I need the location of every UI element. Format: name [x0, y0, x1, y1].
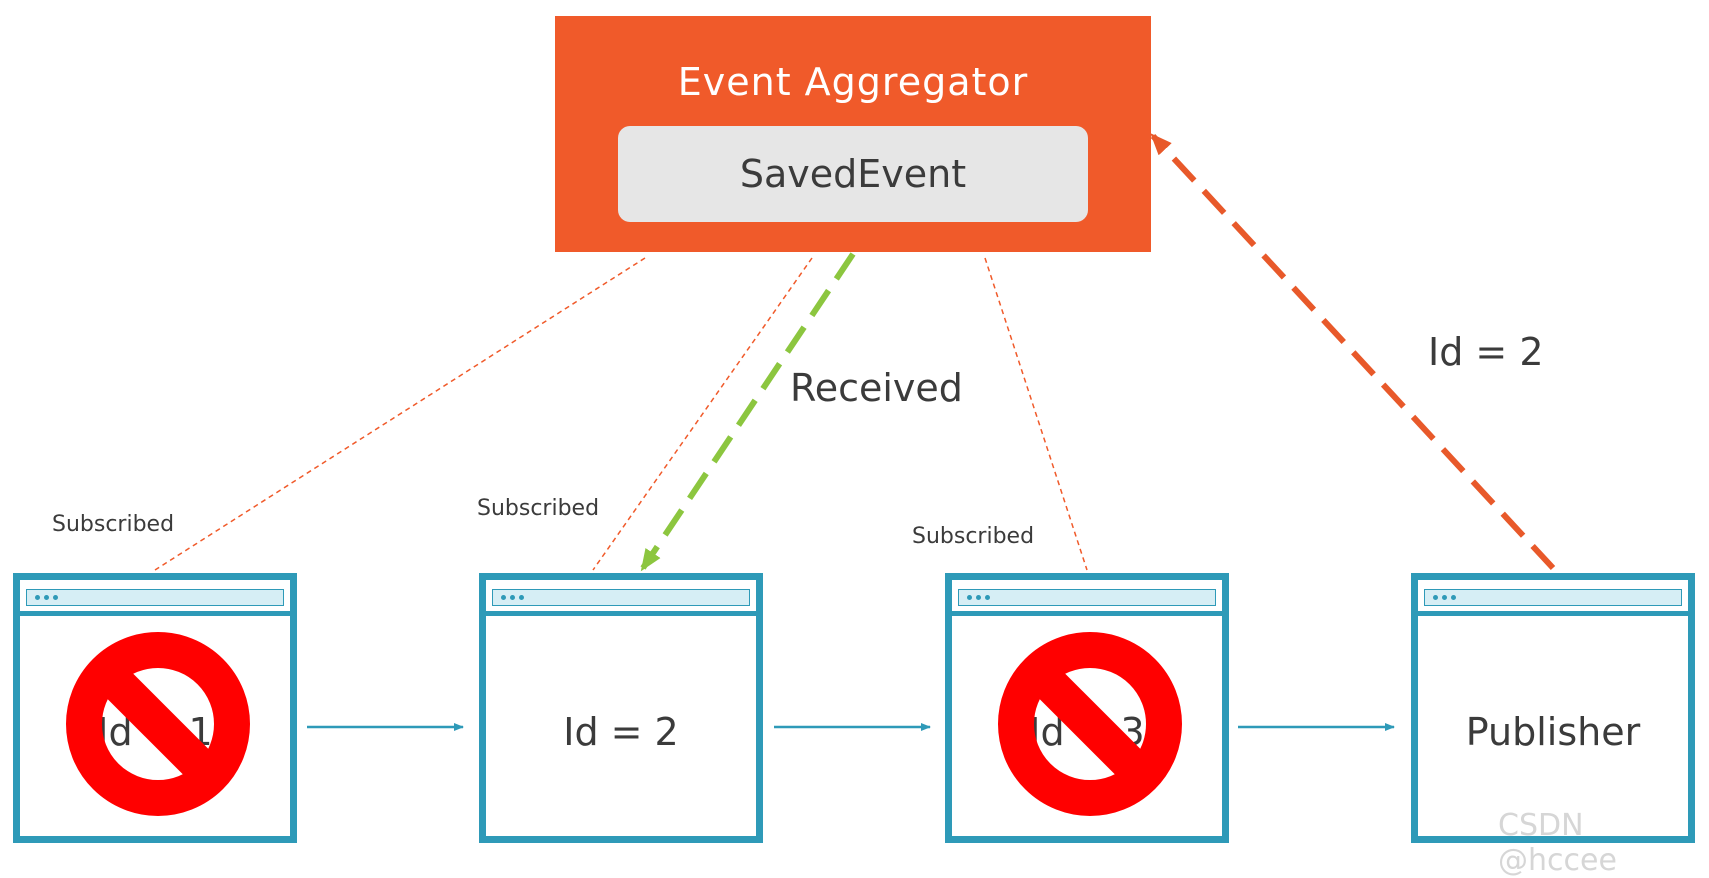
- window-subscriber-1: Id = 1: [13, 573, 297, 843]
- received-arrow: [640, 252, 856, 572]
- window-subscriber-3: Id = 3: [945, 573, 1229, 843]
- subscribed-label-3: Subscribed: [912, 524, 1035, 549]
- received-label: Received: [790, 366, 963, 410]
- window-publisher: Publisher: [1411, 573, 1695, 843]
- window-dots-icon: [492, 589, 750, 606]
- window-label-2: Id = 2: [563, 710, 679, 754]
- window-dots-icon: [26, 589, 284, 606]
- window-label-publisher: Publisher: [1465, 710, 1641, 754]
- watermark: CSDN @hccee: [1498, 808, 1617, 878]
- window-dots-icon: [958, 589, 1216, 606]
- subscription-line-1: [154, 257, 646, 571]
- subscribed-label-2: Subscribed: [477, 496, 600, 521]
- window-dots-icon: [1424, 589, 1682, 606]
- diagram-connectors: [154, 133, 1556, 731]
- subscription-line-3: [984, 257, 1088, 571]
- publish-id-label: Id = 2: [1428, 330, 1544, 374]
- event-aggregator-box: Event Aggregator SavedEvent: [555, 16, 1151, 252]
- event-aggregator-title: Event Aggregator: [677, 60, 1029, 104]
- publish-arrow: [1150, 133, 1556, 571]
- no-entry-icon: [66, 632, 250, 816]
- subscription-line-2: [592, 257, 813, 571]
- saved-event-box: SavedEvent: [618, 126, 1088, 222]
- subscribed-label-1: Subscribed: [52, 512, 175, 537]
- no-entry-icon: [998, 632, 1182, 816]
- window-subscriber-2: Id = 2: [479, 573, 763, 843]
